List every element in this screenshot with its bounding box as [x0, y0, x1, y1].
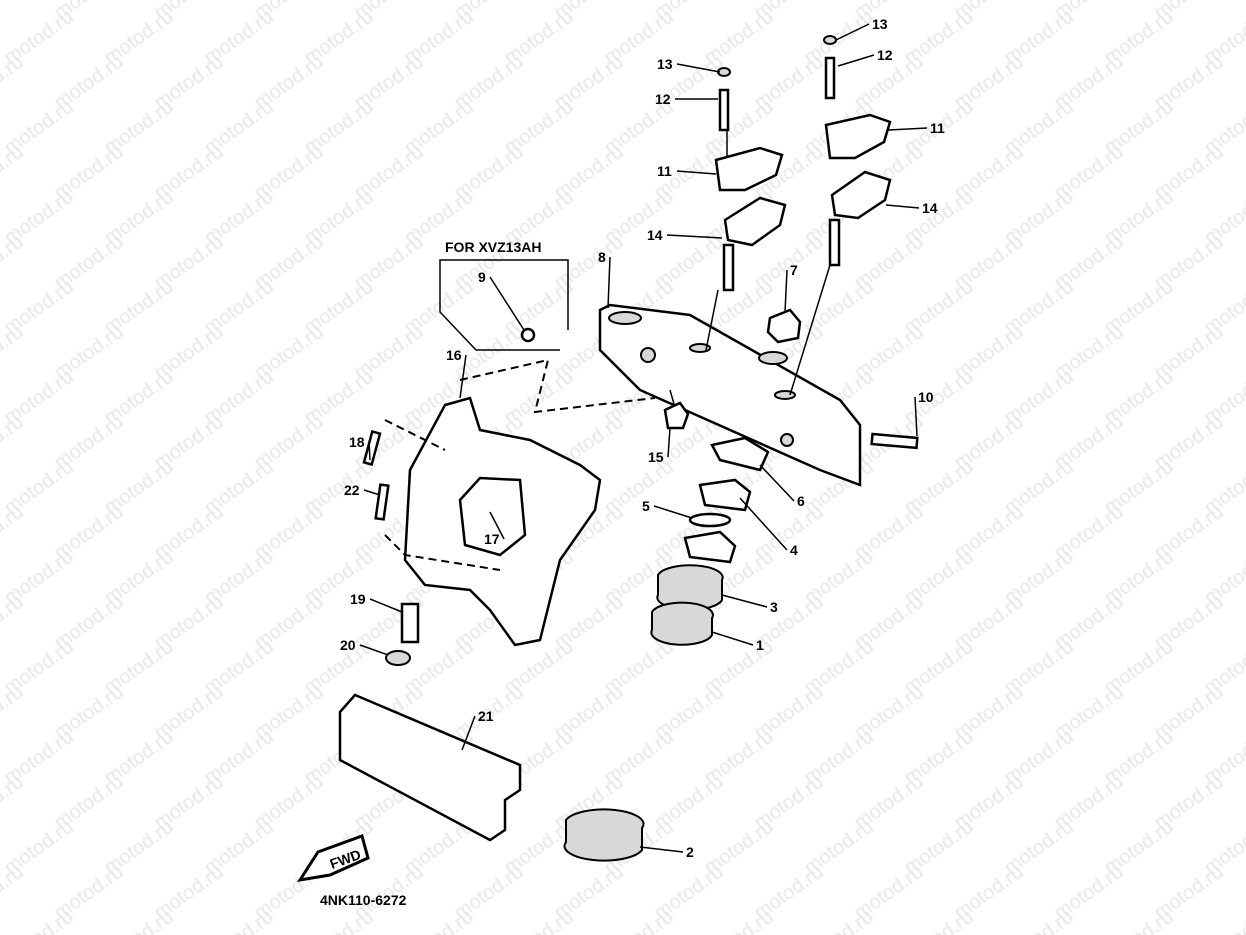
- leader-line: [369, 598, 403, 613]
- collar: [400, 602, 420, 644]
- bolt: [718, 88, 730, 132]
- nut: [766, 308, 802, 344]
- callout-10: 10: [918, 389, 934, 405]
- lower-holder: [723, 196, 787, 247]
- callout-3: 3: [770, 599, 778, 615]
- lower-cover: [338, 693, 522, 842]
- leader-line: [676, 63, 721, 73]
- upper-holder: [714, 146, 784, 192]
- leader-line: [739, 497, 788, 551]
- callout-1: 1: [756, 637, 764, 653]
- callout-4: 4: [790, 542, 798, 558]
- screw: [520, 327, 536, 343]
- bracket-hole: [774, 390, 796, 400]
- variant-box: [439, 259, 569, 330]
- callout-12: 12: [877, 47, 893, 63]
- bolt: [374, 483, 390, 521]
- upper-holder: [824, 113, 892, 160]
- riser-bolt: [828, 218, 841, 267]
- callout-15: 15: [648, 449, 664, 465]
- callout-5: 5: [642, 498, 650, 514]
- ring-nut: [683, 530, 737, 564]
- callout-7: 7: [790, 262, 798, 278]
- leader-line: [759, 464, 795, 502]
- leader-line: [368, 441, 371, 461]
- guide-line: [669, 389, 675, 405]
- callout-13: 13: [872, 16, 888, 32]
- leader-line: [711, 631, 754, 646]
- guide-line: [459, 358, 656, 414]
- guide-line: [705, 289, 719, 351]
- front-arrow-icon: [296, 834, 370, 883]
- leader-line: [914, 396, 918, 437]
- callout-18: 18: [349, 434, 365, 450]
- leader-line: [653, 505, 693, 519]
- leader-line: [666, 234, 723, 239]
- callout-14: 14: [647, 227, 663, 243]
- callout-19: 19: [350, 591, 366, 607]
- lock-washer: [710, 436, 770, 472]
- lower-holder: [830, 170, 892, 220]
- callout-16: 16: [446, 347, 462, 363]
- leader-line: [885, 204, 920, 209]
- bolt: [362, 429, 382, 467]
- callout-11: 11: [657, 163, 672, 179]
- washer: [688, 512, 732, 528]
- bolt: [824, 56, 836, 100]
- leader-line: [639, 846, 684, 853]
- leader-line: [887, 127, 928, 131]
- bolt: [870, 432, 919, 450]
- leader-line: [721, 594, 768, 608]
- bracket-hole: [689, 343, 711, 353]
- guide-line: [384, 419, 446, 451]
- bracket-hole: [780, 433, 794, 447]
- riser-bolt: [722, 243, 735, 292]
- leader-line: [835, 23, 870, 41]
- callout-13: 13: [657, 56, 673, 72]
- callout-14: 14: [922, 200, 938, 216]
- callout-6: 6: [797, 493, 805, 509]
- leader-line: [784, 269, 788, 313]
- callout-22: 22: [344, 482, 360, 498]
- grommet: [385, 650, 411, 666]
- callout-2: 2: [686, 844, 694, 860]
- ring-nut: [698, 478, 752, 512]
- guide-line: [384, 534, 501, 571]
- leader-line: [607, 256, 611, 309]
- leader-line: [676, 170, 717, 175]
- bearing-race: [650, 601, 714, 646]
- callout-17: 17: [484, 531, 500, 547]
- callouts: 13 12 11 14 13 12 11 14 8 7 9 16 10 15 18 6 22 5 4 17 3 19 1 20…: [340, 16, 945, 860]
- callout-8: 8: [598, 249, 606, 265]
- leader-line: [489, 511, 505, 540]
- leader-line: [363, 489, 381, 496]
- leader-line: [667, 427, 671, 458]
- upper-bracket: [598, 303, 862, 487]
- variant-box-label: FOR XVZ13AH: [445, 239, 541, 255]
- leader-line: [461, 715, 476, 751]
- guide-line: [789, 264, 831, 396]
- nut: [663, 401, 690, 430]
- callout-12: 12: [655, 91, 671, 107]
- lower-race: [563, 808, 645, 862]
- leader-line: [359, 644, 389, 656]
- diagram-code: 4NK110-6272: [320, 892, 407, 908]
- callout-11: 11: [930, 120, 945, 136]
- leader-line: [489, 276, 525, 331]
- leader-line: [459, 354, 467, 399]
- bracket-hole: [608, 311, 642, 325]
- bracket-hole: [758, 351, 788, 365]
- bracket-hole: [640, 347, 656, 363]
- variant-box-bottom: [439, 295, 560, 351]
- leader-line: [837, 54, 875, 67]
- cap: [823, 35, 837, 45]
- callout-9: 9: [478, 269, 486, 285]
- callout-20: 20: [340, 637, 356, 653]
- callout-21: 21: [478, 708, 494, 724]
